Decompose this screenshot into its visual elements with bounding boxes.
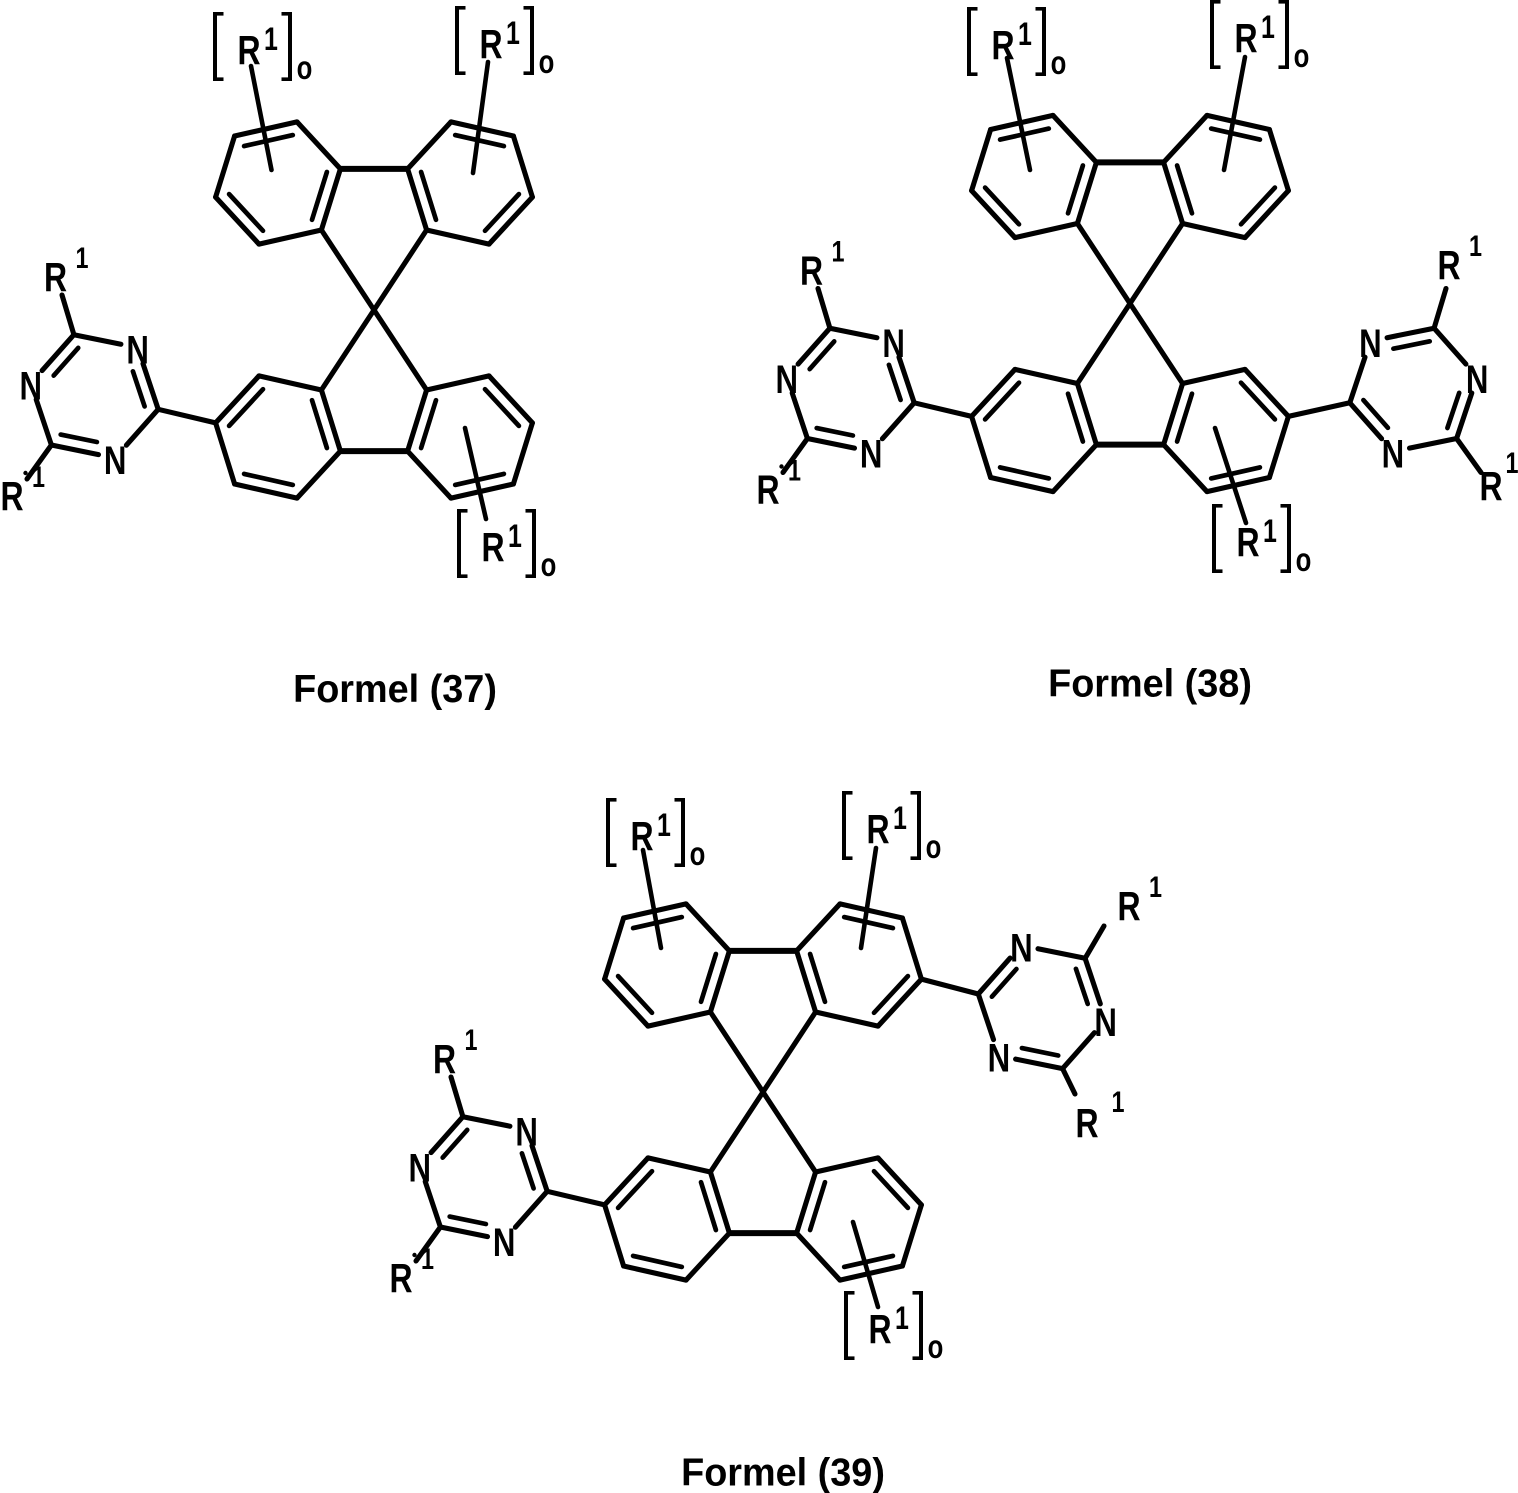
svg-text:1: 1 (657, 808, 671, 844)
svg-text:N: N (126, 328, 149, 373)
svg-text:R: R (1236, 519, 1259, 565)
svg-text:1: 1 (895, 1301, 909, 1337)
svg-text:o: o (928, 1329, 944, 1366)
svg-text:1: 1 (831, 235, 844, 268)
svg-text:1: 1 (1261, 10, 1275, 46)
svg-text:R: R (866, 806, 889, 852)
svg-text:N: N (104, 438, 127, 483)
svg-text:N: N (1382, 432, 1405, 477)
svg-text:R: R (44, 254, 67, 300)
svg-text:o: o (297, 50, 313, 87)
svg-text:Formel (39): Formel (39) (681, 1451, 885, 1493)
svg-text:N: N (493, 1220, 516, 1265)
svg-text:1: 1 (464, 1023, 477, 1056)
svg-text:N: N (1466, 357, 1489, 402)
svg-text:o: o (690, 836, 706, 873)
svg-text:o: o (1294, 38, 1310, 75)
svg-text:R: R (0, 473, 23, 519)
svg-text:R: R (756, 467, 779, 513)
svg-text:N: N (409, 1146, 432, 1191)
svg-text:R: R (1437, 242, 1460, 288)
svg-text:R: R (800, 248, 823, 294)
svg-text:R: R (433, 1036, 456, 1082)
svg-text:R: R (237, 27, 260, 73)
svg-text:Formel (37): Formel (37) (293, 667, 497, 711)
svg-text:1: 1 (1018, 17, 1032, 53)
svg-text:R: R (389, 1255, 412, 1301)
svg-text:N: N (515, 1110, 538, 1155)
svg-text:R: R (1479, 463, 1502, 509)
svg-text:o: o (1296, 542, 1312, 579)
svg-text:R: R (1117, 883, 1140, 929)
svg-text:R: R (481, 524, 504, 570)
svg-text:o: o (541, 547, 557, 584)
svg-text:N: N (882, 321, 905, 366)
svg-text:1: 1 (508, 519, 522, 555)
svg-text:o: o (1051, 45, 1067, 82)
svg-text:R: R (630, 813, 653, 859)
svg-text:N: N (988, 1036, 1011, 1081)
svg-text:R: R (1075, 1100, 1098, 1146)
svg-text:1: 1 (264, 22, 278, 58)
svg-text:1: 1 (788, 454, 801, 487)
svg-text:1: 1 (421, 1242, 434, 1275)
svg-text:o: o (539, 44, 555, 81)
svg-text:1: 1 (893, 801, 907, 837)
svg-text:N: N (776, 357, 799, 402)
svg-text:Formel (38): Formel (38) (1048, 662, 1252, 706)
svg-text:N: N (20, 364, 43, 409)
svg-text:R: R (991, 22, 1014, 68)
svg-text:N: N (1094, 1000, 1117, 1045)
svg-text:1: 1 (1111, 1085, 1124, 1118)
svg-text:N: N (1010, 926, 1033, 971)
svg-text:1: 1 (1469, 229, 1482, 262)
svg-text:1: 1 (32, 460, 45, 493)
svg-text:1: 1 (1505, 446, 1518, 479)
svg-text:N: N (860, 432, 883, 477)
svg-text:R: R (868, 1306, 891, 1352)
svg-text:R: R (479, 21, 502, 67)
svg-text:1: 1 (75, 241, 88, 274)
svg-text:1: 1 (506, 16, 520, 52)
svg-text:1: 1 (1263, 514, 1277, 550)
svg-text:1: 1 (1149, 870, 1162, 903)
svg-text:R: R (1234, 15, 1257, 61)
svg-text:o: o (926, 829, 942, 866)
svg-text:N: N (1359, 321, 1382, 366)
